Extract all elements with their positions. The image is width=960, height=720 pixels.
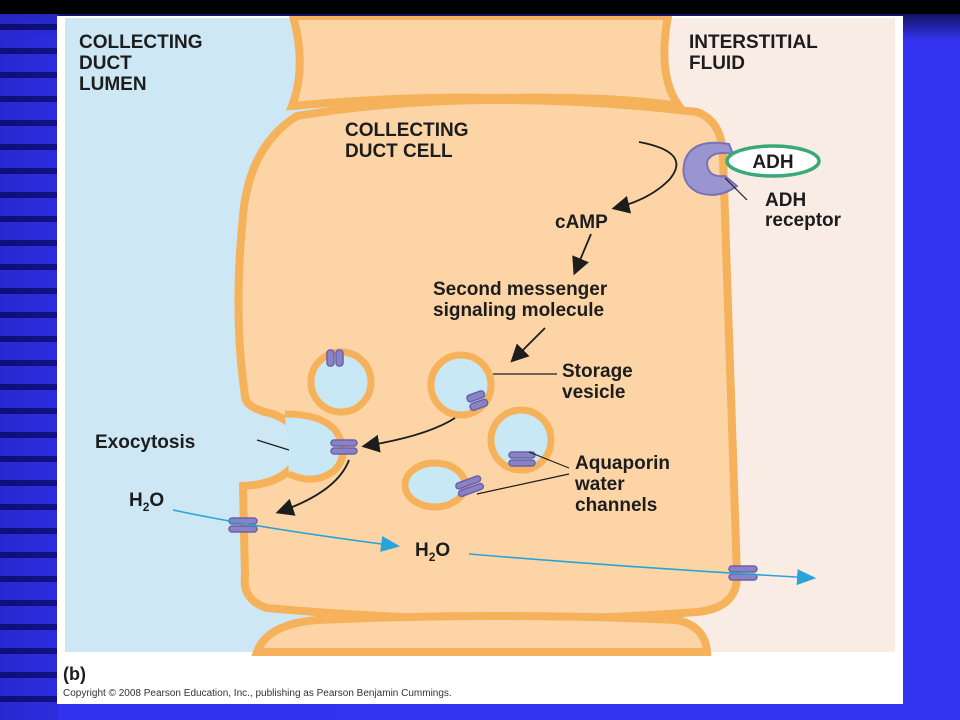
- arrow-messenger-to-vesicle: [510, 327, 546, 363]
- h2o-middle-label: H2O: [415, 540, 450, 564]
- aquaporin-icon: [228, 517, 258, 533]
- leader-exocytosis: [256, 439, 290, 451]
- aquaporin-label: Aquaporin water channels: [574, 453, 675, 516]
- second-messenger-label: Second messenger signaling molecule: [433, 279, 613, 321]
- aquaporin-icon: [330, 439, 358, 455]
- adh-receptor-icon: [682, 141, 739, 196]
- panel-letter: (b): [63, 664, 86, 684]
- copyright-text: Copyright © 2008 Pearson Education, Inc.…: [63, 688, 452, 699]
- leader-aquaporin-1: [528, 451, 570, 469]
- water-flow-arrow-1: [172, 509, 401, 552]
- camp-label: cAMP: [555, 212, 608, 233]
- aquaporin-icon: [508, 451, 536, 467]
- arrow-vesicle-to-exocytosis: [361, 417, 456, 453]
- lumen-label: COLLECTING DUCT LUMEN: [79, 32, 208, 95]
- collecting-duct-diagram: ADH COLLECTING DUCT LUMEN INTERSTITIAL F…: [63, 16, 895, 699]
- aquaporin-icon: [455, 475, 485, 498]
- exocytosis-label: Exocytosis: [95, 432, 195, 453]
- collecting-duct-cell: [234, 95, 742, 624]
- aquaporin-icon: [728, 565, 758, 581]
- aquaporin-icon: [466, 390, 489, 412]
- arrow-camp-to-messenger: [572, 233, 592, 276]
- aquaporin-icon: [326, 349, 344, 367]
- arrow-adh-to-camp: [611, 141, 678, 214]
- water-flow-arrow-2: [468, 553, 817, 586]
- arrow-exocytosis-to-membrane: [275, 459, 350, 516]
- leader-aquaporin-2: [476, 473, 570, 495]
- slide-left-decoration: [0, 0, 58, 720]
- cell-label: COLLECTING DUCT CELL: [345, 120, 474, 162]
- interstitial-label: INTERSTITIAL FLUID: [689, 32, 823, 74]
- h2o-left-label: H2O: [129, 490, 164, 514]
- upper-cell: [286, 16, 688, 112]
- adh-receptor-label: ADH receptor: [765, 190, 842, 231]
- adh-label: ADH: [752, 152, 793, 173]
- slide-top-bar: [0, 0, 960, 14]
- lower-cell: [251, 612, 712, 656]
- storage-vesicle-label: Storage vesicle: [562, 361, 638, 403]
- leader-receptor: [724, 177, 748, 201]
- adh-molecule-icon: [725, 144, 821, 178]
